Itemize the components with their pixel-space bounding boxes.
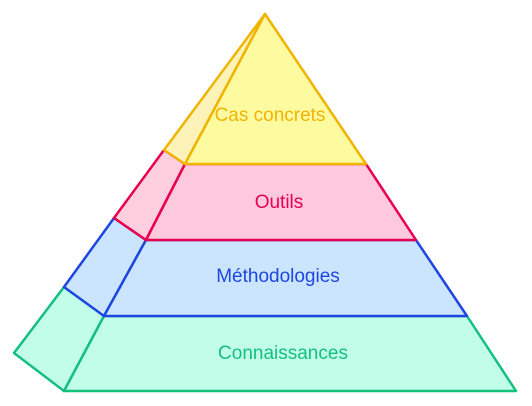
methodologies-label: Méthodologies bbox=[216, 266, 340, 287]
cas-concrets-label: Cas concrets bbox=[214, 105, 326, 126]
outils-label: Outils bbox=[254, 192, 304, 213]
connaissances-label: Connaissances bbox=[218, 343, 348, 364]
cas-concrets-front-face bbox=[183, 12, 368, 166]
